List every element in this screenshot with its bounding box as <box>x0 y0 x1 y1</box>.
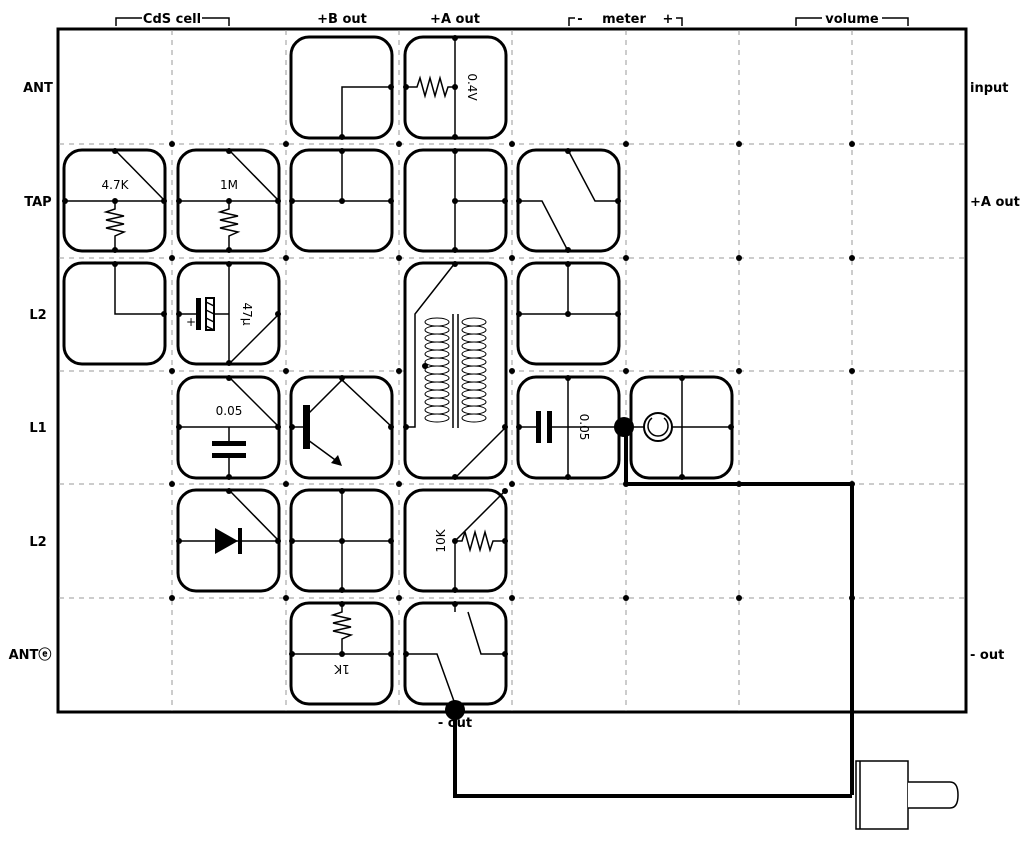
value-1m: 1M <box>220 178 238 192</box>
tile-tee-l2[interactable] <box>516 261 621 366</box>
diode-icon <box>215 528 238 554</box>
tile-resistor-10k[interactable]: 10K <box>403 488 508 593</box>
row-label-l1: L1 <box>29 421 46 436</box>
value-04v: 0.4V <box>465 73 479 101</box>
tile-capacitor-47u[interactable]: + 47μ <box>176 261 281 366</box>
wire-junction-meter <box>614 417 634 437</box>
tile-jumper-ant-earth[interactable] <box>403 601 508 706</box>
tile-resistor-47k[interactable]: 4.7K <box>62 148 167 253</box>
tile-capacitor-005-b[interactable]: 0.05 <box>516 375 621 480</box>
label-meter: meter <box>602 12 646 27</box>
tile-cross[interactable] <box>289 488 394 593</box>
tile-tee-a[interactable] <box>403 148 508 253</box>
label-meter-minus: - <box>577 12 582 27</box>
tile-resistor-04v[interactable]: 0.4V <box>403 35 508 140</box>
row-label-l2-top: L2 <box>29 308 46 323</box>
potentiometer-knob[interactable] <box>908 781 959 809</box>
right-label-input: input <box>970 81 1009 96</box>
label-volume: volume <box>825 12 879 27</box>
tile-capacitor-005-a[interactable]: 0.05 <box>176 375 281 480</box>
label-a-out-top: +A out <box>430 12 480 27</box>
grid-dots <box>169 141 855 601</box>
transistor-arrow <box>331 455 342 466</box>
tile-transformer[interactable] <box>403 261 508 480</box>
cds-cell-bracket <box>115 17 230 26</box>
volume-bracket <box>795 17 909 26</box>
tile-corner-b-out[interactable] <box>289 35 394 140</box>
row-label-ant-earth: ANTⓔ <box>9 647 52 663</box>
label-b-out: +B out <box>317 12 367 27</box>
volume-potentiometer[interactable] <box>855 760 959 830</box>
value-1k: 1K <box>333 662 350 676</box>
tile-resistor-1m[interactable]: 1M <box>176 148 281 253</box>
wire-junction-out <box>445 700 465 720</box>
row-label-tap: TAP <box>24 195 51 210</box>
right-label-minus-out: - out <box>970 648 1004 663</box>
tile-tee-b[interactable] <box>289 148 394 253</box>
meter-bracket <box>568 17 683 26</box>
value-10k: 10K <box>434 528 448 552</box>
right-labels: input +A out - out - out <box>438 81 1020 731</box>
row-label-l2-bottom: L2 <box>29 535 46 550</box>
tile-corner-l2[interactable] <box>62 261 167 366</box>
transformer-coil-left <box>424 317 450 423</box>
label-cds-cell: CdS cell <box>143 12 201 27</box>
top-labels: CdS cell +B out +A out - meter + volume <box>115 12 909 27</box>
value-005-b: 0.05 <box>577 414 591 441</box>
tile-meter-earphone[interactable] <box>629 375 734 480</box>
external-wiring <box>445 417 854 798</box>
capacitor-plus: + <box>186 315 196 329</box>
row-labels: ANT TAP L2 L1 L2 ANTⓔ <box>9 81 53 663</box>
value-47u: 47μ <box>240 303 254 326</box>
row-label-ant: ANT <box>23 81 53 96</box>
right-label-a-out: +A out <box>970 195 1020 210</box>
transformer-coil-right <box>461 317 487 423</box>
board-outline <box>56 27 968 714</box>
value-47k: 4.7K <box>102 178 130 192</box>
label-meter-plus: + <box>663 12 674 27</box>
tile-jumper-tap[interactable] <box>516 148 621 253</box>
tile-diode[interactable] <box>176 488 281 593</box>
tile-resistor-1k[interactable]: 1K <box>289 601 394 706</box>
tile-transistor[interactable] <box>289 375 394 480</box>
value-005-a: 0.05 <box>216 404 243 418</box>
